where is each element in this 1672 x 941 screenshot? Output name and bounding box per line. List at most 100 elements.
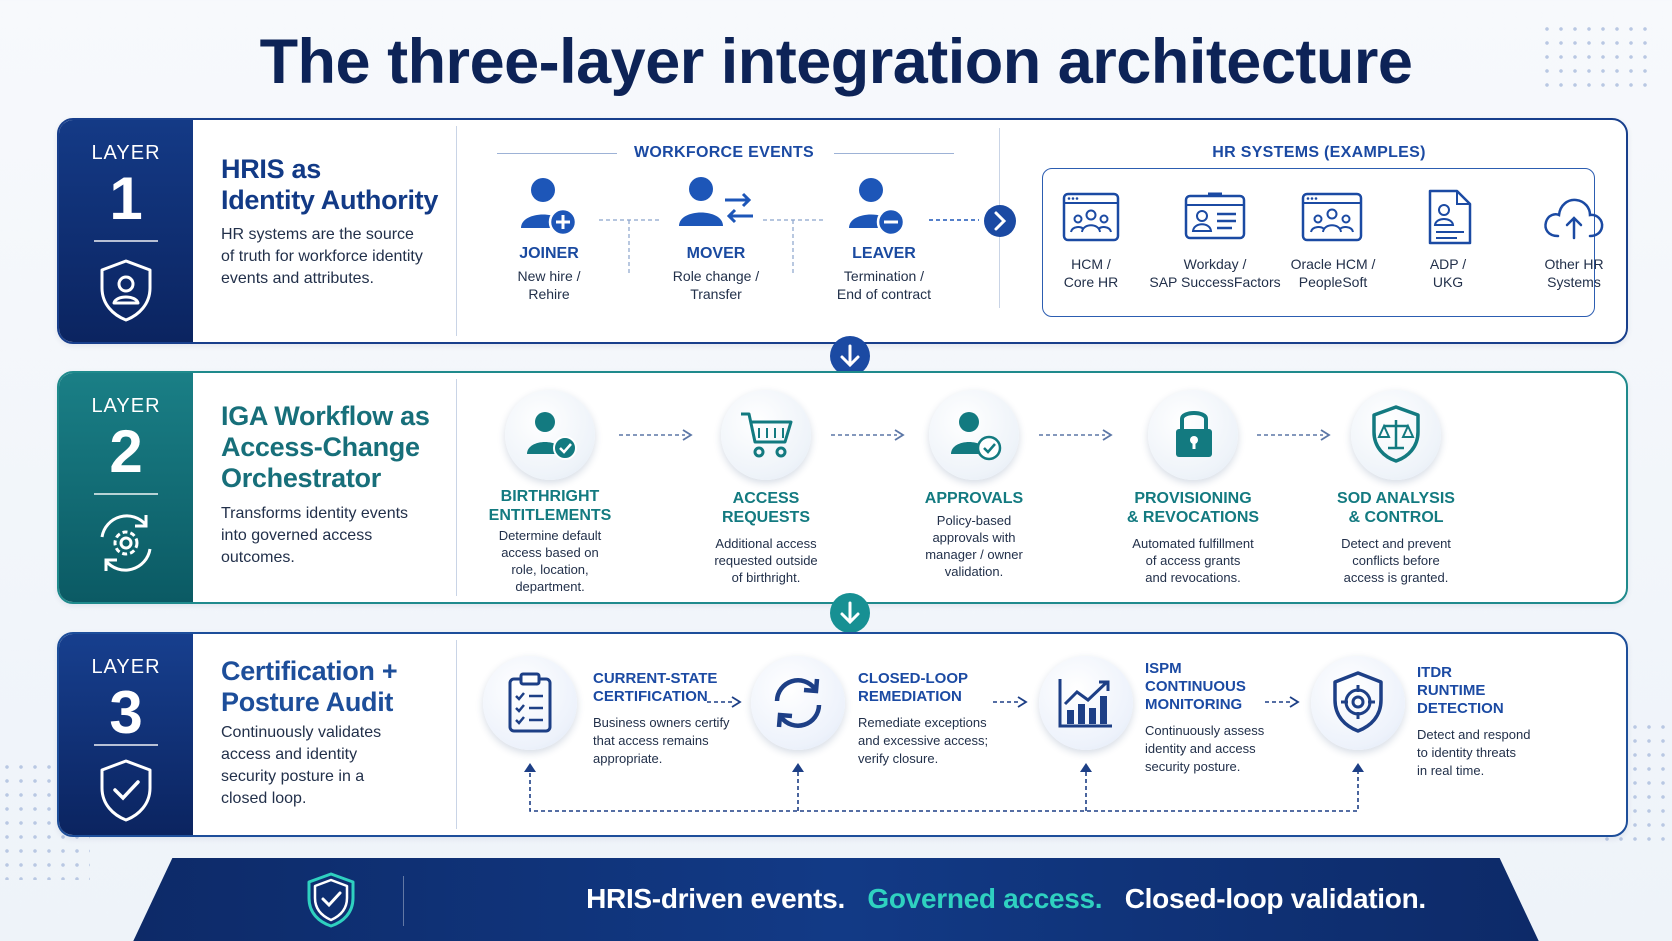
hr-system-workday: Workday /SAP SuccessFactors (1149, 256, 1281, 290)
step-circle (751, 656, 845, 750)
layer-2-description: Transforms identity events into governed… (221, 503, 408, 569)
step-provisioning-revocations: PROVISIONING& REVOCATIONS Automated fulf… (1103, 489, 1283, 586)
step-circle (505, 390, 595, 480)
event-sub: Role change /Transfer (672, 268, 760, 302)
step-title: SOD ANALYSIS& CONTROL (1337, 490, 1455, 526)
arrow-down-icon (830, 593, 870, 633)
layer-2-badge: LAYER 2 (59, 373, 193, 602)
decor-dots-top-right (1540, 22, 1650, 94)
event-title: JOINER (519, 245, 579, 262)
user-transfer-icon (679, 177, 753, 226)
cloud-upload-icon (1544, 198, 1604, 240)
step-circle (929, 390, 1019, 480)
layer-label: LAYER (91, 395, 161, 417)
lock-icon (1176, 411, 1212, 457)
user-check-icon (527, 412, 577, 460)
tagline-part: Governed access. (867, 883, 1103, 914)
layer-label: LAYER (91, 656, 161, 678)
layer-1-panel: LAYER 1 HRIS as Identity Authority HR sy… (57, 118, 1628, 344)
layer-1-heading: HRIS as Identity Authority (221, 154, 438, 216)
footer-banner (130, 858, 1542, 941)
description-line: into governed access (221, 527, 373, 544)
layer-label: LAYER (91, 142, 161, 164)
user-minus-icon (849, 178, 906, 237)
heading-line: Orchestrator (221, 463, 381, 493)
user-plus-icon (521, 178, 578, 237)
arrow-down-icon (830, 336, 870, 376)
separator (456, 379, 457, 596)
step-circle (721, 390, 811, 480)
event-sub: New hire /Rehire (517, 268, 581, 302)
description-line: closed loop. (221, 790, 307, 807)
hr-system-hcm: HCM /Core HR (1063, 256, 1119, 290)
chart-trend-icon (1058, 679, 1112, 728)
loop-connectors (524, 696, 1364, 812)
section-rule (497, 153, 617, 154)
separator (456, 640, 457, 829)
section-rule (834, 153, 954, 154)
joiner-event: JOINER New hire /Rehire (499, 244, 599, 303)
description-line: outcomes. (221, 549, 295, 566)
group-window-icon (1301, 192, 1363, 242)
step-circle (1311, 656, 1405, 750)
hcm-window-icon (1062, 192, 1120, 242)
refresh-icon (774, 678, 822, 728)
check-shield-icon (307, 872, 355, 928)
heading-line: Certification + (221, 656, 398, 686)
step-sod-analysis: SOD ANALYSIS& CONTROL Detect and prevent… (1316, 489, 1476, 586)
check-shield-icon (100, 759, 152, 822)
id-card-icon (1184, 192, 1246, 240)
workforce-events-title: WORKFORCE EVENTS (634, 144, 814, 161)
hr-systems-title: HR SYSTEMS (EXAMPLES) (1212, 144, 1426, 161)
step-title: PROVISIONING& REVOCATIONS (1126, 490, 1260, 526)
layer-3-description: Continuously validates access and identi… (221, 722, 381, 810)
cart-icon (741, 412, 793, 458)
separator (456, 126, 457, 336)
layer-1-description: HR systems are the source of truth for w… (221, 224, 423, 290)
badge-divider (94, 240, 158, 242)
description-line: access and identity (221, 746, 358, 763)
event-title: LEAVER (852, 245, 916, 262)
page-title: The three-layer integration architecture (259, 27, 1413, 97)
event-connectors (599, 219, 979, 274)
hr-system-adp: ADP /UKG (1429, 256, 1467, 290)
layer-3-badge: LAYER 3 (59, 634, 193, 835)
event-sub: Termination /End of contract (836, 268, 932, 302)
description-line: Transforms identity events (221, 505, 409, 522)
layer-2-panel: LAYER 2 IGA Workflow as Access-Change Or… (57, 371, 1628, 604)
step-circle (1039, 656, 1133, 750)
description-line: HR systems are the source (221, 226, 414, 243)
clipboard-checklist-icon (508, 672, 552, 733)
event-title: MOVER (686, 245, 746, 262)
mover-event: MOVER Role change /Transfer (651, 244, 781, 303)
heading-line: Posture Audit (221, 687, 394, 717)
heading-line: Access-Change (221, 432, 420, 462)
layer-3-panel: LAYER 3 Certification + Posture Audit Co… (57, 632, 1628, 837)
heading-line: Identity Authority (221, 185, 439, 215)
chevron-right-icon (984, 205, 1016, 237)
leaver-event: LEAVER Termination /End of contract (819, 244, 949, 303)
gear-cycle-icon (100, 514, 152, 572)
heading-line: IGA Workflow as (221, 401, 430, 431)
tagline-part: HRIS-driven events. (586, 883, 845, 914)
description-line: security posture in a (221, 768, 365, 785)
